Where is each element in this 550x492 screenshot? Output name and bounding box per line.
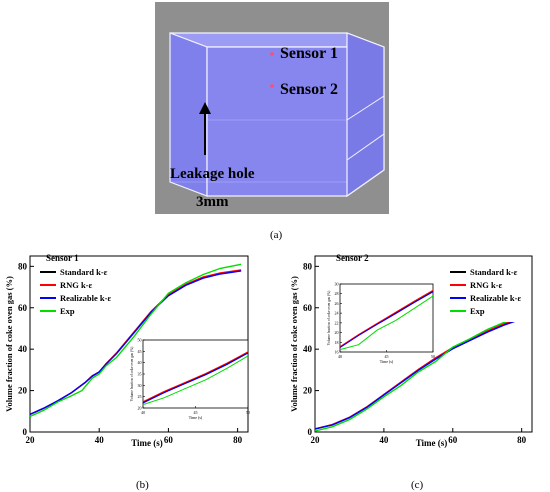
series-line <box>314 317 526 430</box>
inset-y-axis-label: Volume fraction of coke oven gas (%) <box>130 346 134 401</box>
inset-y-tick-label: 20 <box>335 330 339 335</box>
x-tick-label: 60 <box>164 435 174 445</box>
inset-x-tick-label: 50 <box>431 354 435 359</box>
inset-frame <box>142 339 249 409</box>
legend-label: Realizable k-ε <box>470 293 521 303</box>
panel-a-caption: (a) <box>270 229 283 241</box>
x-tick-label: 40 <box>379 435 389 445</box>
panel-a: Sensor 1 Sensor 2 Leakage hole 3mm <box>155 2 389 214</box>
inset-x-tick-label: 40 <box>141 410 145 415</box>
x-tick-label: 20 <box>311 435 321 445</box>
size-label: 3mm <box>196 194 229 210</box>
y-axis-label: Volume fraction of coke oven gas (%) <box>289 276 299 412</box>
x-tick-label: 40 <box>95 435 105 445</box>
sensor-2-label: Sensor 2 <box>280 81 338 98</box>
legend-label: Exp <box>470 306 485 316</box>
inset-series-line <box>339 291 434 349</box>
box-edge <box>346 133 385 161</box>
panel-b-caption: (b) <box>136 479 149 491</box>
y-tick-label: 60 <box>303 303 313 313</box>
legend-label: RNG k-ε <box>470 280 503 290</box>
inset-x-tick-label: 45 <box>194 410 198 415</box>
legend-box <box>37 264 121 322</box>
box-edge <box>346 95 385 121</box>
sensor-2-marker <box>270 84 274 88</box>
inset-x-axis-label: Time (s) <box>380 359 394 364</box>
x-axis-label: Time (s) <box>131 438 163 448</box>
sensor-1-marker <box>270 52 274 56</box>
inset-x-tick-label: 50 <box>246 410 250 415</box>
inset-y-tick-label: 28 <box>335 291 339 296</box>
legend-label: Realizable k-ε <box>60 293 111 303</box>
inset-x-tick-label: 45 <box>385 354 389 359</box>
inset-y-tick-label: 30 <box>335 282 339 287</box>
inset-series-line <box>142 355 249 406</box>
inset-series-line <box>142 352 249 404</box>
leak-label: Leakage hole <box>170 166 255 182</box>
inset-y-tick-label: 35 <box>138 372 142 377</box>
legend-box <box>447 264 531 322</box>
inset-series-line <box>142 351 249 403</box>
box-end-face <box>346 32 385 198</box>
x-axis-label: Time (s) <box>416 438 448 448</box>
legend-label: RNG k-ε <box>60 280 93 290</box>
y-axis-label: Volume fraction of coke oven gas (%) <box>4 276 14 412</box>
x-tick-label: 60 <box>448 435 458 445</box>
y-tick-label: 80 <box>303 261 313 271</box>
inset-x-tick-label: 40 <box>338 354 342 359</box>
inset-y-tick-label: 16 <box>335 350 339 355</box>
x-tick-label: 20 <box>26 435 36 445</box>
x-tick-label: 80 <box>233 435 243 445</box>
inset-series-line <box>339 289 434 348</box>
inset-y-tick-label: 24 <box>335 311 339 316</box>
series-line <box>29 263 242 418</box>
panel-c-caption: (c) <box>411 479 424 491</box>
y-tick-label: 40 <box>18 344 28 354</box>
inset-y-tick-label: 20 <box>138 406 142 411</box>
y-tick-label: 20 <box>303 386 313 396</box>
inset-y-tick-label: 40 <box>138 360 142 365</box>
chart-title: Sensor 1 <box>46 253 79 263</box>
y-tick-label: 0 <box>308 427 313 437</box>
inset-y-tick-label: 50 <box>138 338 142 343</box>
inset-y-tick-label: 26 <box>335 301 339 306</box>
inset-x-axis-label: Time (s) <box>189 415 203 420</box>
legend-label: Exp <box>60 306 75 316</box>
series-line <box>314 313 526 432</box>
inset-y-axis-label: Volume fraction of coke oven gas (%) <box>327 290 331 345</box>
inset-series-line <box>339 295 434 351</box>
inset-y-tick-label: 25 <box>138 394 142 399</box>
sensor-1-label: Sensor 1 <box>280 45 338 62</box>
y-tick-label: 40 <box>303 344 313 354</box>
inset-y-tick-label: 22 <box>335 320 339 325</box>
x-tick-label: 80 <box>517 435 527 445</box>
y-tick-label: 80 <box>18 261 28 271</box>
legend-label: Standard k-ε <box>60 267 108 277</box>
y-tick-label: 20 <box>18 386 28 396</box>
inset-series-line <box>142 352 249 403</box>
leak-arrow-head <box>199 102 211 114</box>
legend-label: Standard k-ε <box>470 267 518 277</box>
series-line <box>29 270 242 416</box>
inset-y-tick-label: 18 <box>335 340 339 345</box>
inset-y-tick-label: 30 <box>138 383 142 388</box>
y-tick-label: 0 <box>23 427 28 437</box>
y-tick-label: 60 <box>18 303 28 313</box>
inset-y-tick-label: 45 <box>138 349 142 354</box>
chart-title: Sensor 2 <box>336 253 369 263</box>
